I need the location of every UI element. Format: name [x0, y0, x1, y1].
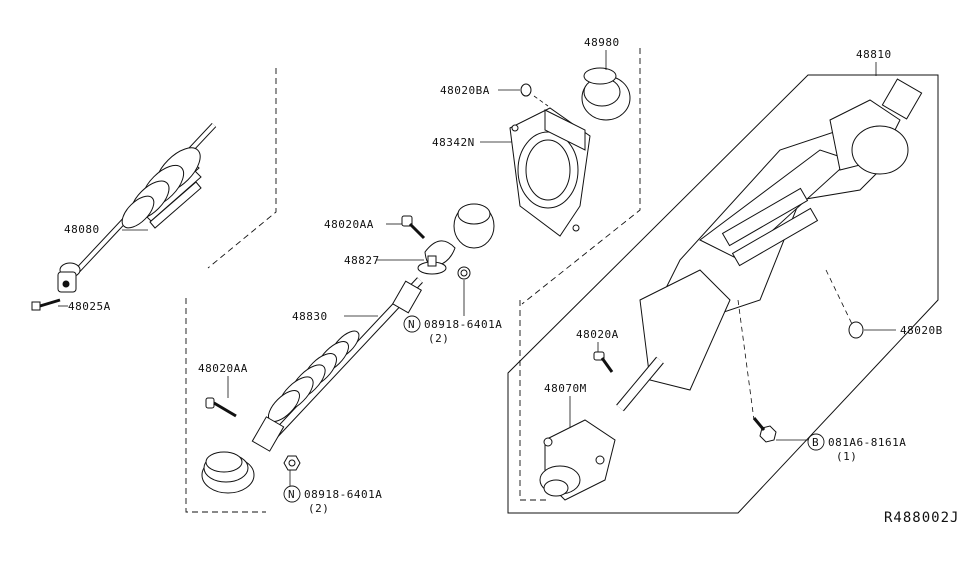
- part-48020AA-mid-bolt[interactable]: [401, 215, 426, 240]
- dashed-frame-48080: [207, 68, 277, 269]
- part-48827-bracket[interactable]: [417, 240, 456, 275]
- leader-dashed-washer: [533, 95, 549, 107]
- label-48827: 48827: [344, 254, 380, 267]
- part-48025A-bolt[interactable]: [31, 298, 61, 311]
- label-48080: 48080: [64, 223, 100, 236]
- label-48342N: 48342N: [432, 136, 475, 149]
- leader-dashed-column: [737, 299, 755, 421]
- bolt-symbol: [807, 433, 825, 451]
- leader-lines: [58, 50, 896, 486]
- part-08918-mid-nut[interactable]: [457, 266, 471, 280]
- part-48980-grommet[interactable]: [581, 67, 631, 121]
- label-48025A: 48025A: [68, 300, 111, 313]
- part-48080-shaft[interactable]: [57, 122, 217, 293]
- nut-symbol-lower: [283, 485, 301, 503]
- part-48020A-bolt[interactable]: [593, 351, 614, 373]
- label-08918-mid-qty: (2): [428, 332, 449, 345]
- part-lower-boot[interactable]: [201, 451, 255, 494]
- callout-labels: 48080 48025A 48830 48020AA N 08918-6401A…: [64, 36, 959, 526]
- label-48810: 48810: [856, 48, 892, 61]
- label-48070M: 48070M: [544, 382, 587, 395]
- label-08918-lower: 08918-6401A: [304, 488, 382, 501]
- label-48020AA-lower: 48020AA: [198, 362, 248, 375]
- part-48020BA-washer[interactable]: [520, 83, 532, 97]
- label-08918-lower-qty: (2): [308, 502, 329, 515]
- dashed-frame-48830: [185, 298, 266, 513]
- part-48020B-nut[interactable]: [848, 321, 864, 339]
- label-48020A: 48020A: [576, 328, 619, 341]
- part-08918-lower-nut[interactable]: [283, 455, 301, 471]
- diagram-reference: R488002J: [884, 510, 959, 526]
- dashed-frame-lower-left: [519, 300, 546, 501]
- label-48020B: 48020B: [900, 324, 943, 337]
- frame-48810: [507, 74, 939, 514]
- part-081A6-bolt[interactable]: [752, 417, 777, 443]
- group-frames: [185, 48, 939, 514]
- part-48020AA-lower-bolt[interactable]: [205, 397, 237, 418]
- label-48980: 48980: [584, 36, 620, 49]
- nut-symbol-mid-letter: N: [408, 318, 415, 331]
- label-08918-mid: 08918-6401A: [424, 318, 502, 331]
- label-081A6-qty: (1): [836, 450, 857, 463]
- nut-symbol-mid: [403, 315, 421, 333]
- part-mid-seal[interactable]: [453, 203, 495, 249]
- part-48830-shaft[interactable]: [251, 277, 423, 452]
- nut-symbol-lower-letter: N: [288, 488, 295, 501]
- part-48070M-joint[interactable]: [539, 419, 616, 501]
- label-48020AA-mid: 48020AA: [324, 218, 374, 231]
- dashed-frame-48342N: [521, 48, 641, 305]
- part-48810-column[interactable]: [616, 78, 923, 412]
- label-081A6: 081A6-8161A: [828, 436, 906, 449]
- bolt-symbol-letter: B: [812, 436, 819, 449]
- label-48020BA: 48020BA: [440, 84, 490, 97]
- label-48830: 48830: [292, 310, 328, 323]
- leader-dashed-nut: [825, 269, 853, 325]
- part-48342N-cover[interactable]: [509, 107, 591, 237]
